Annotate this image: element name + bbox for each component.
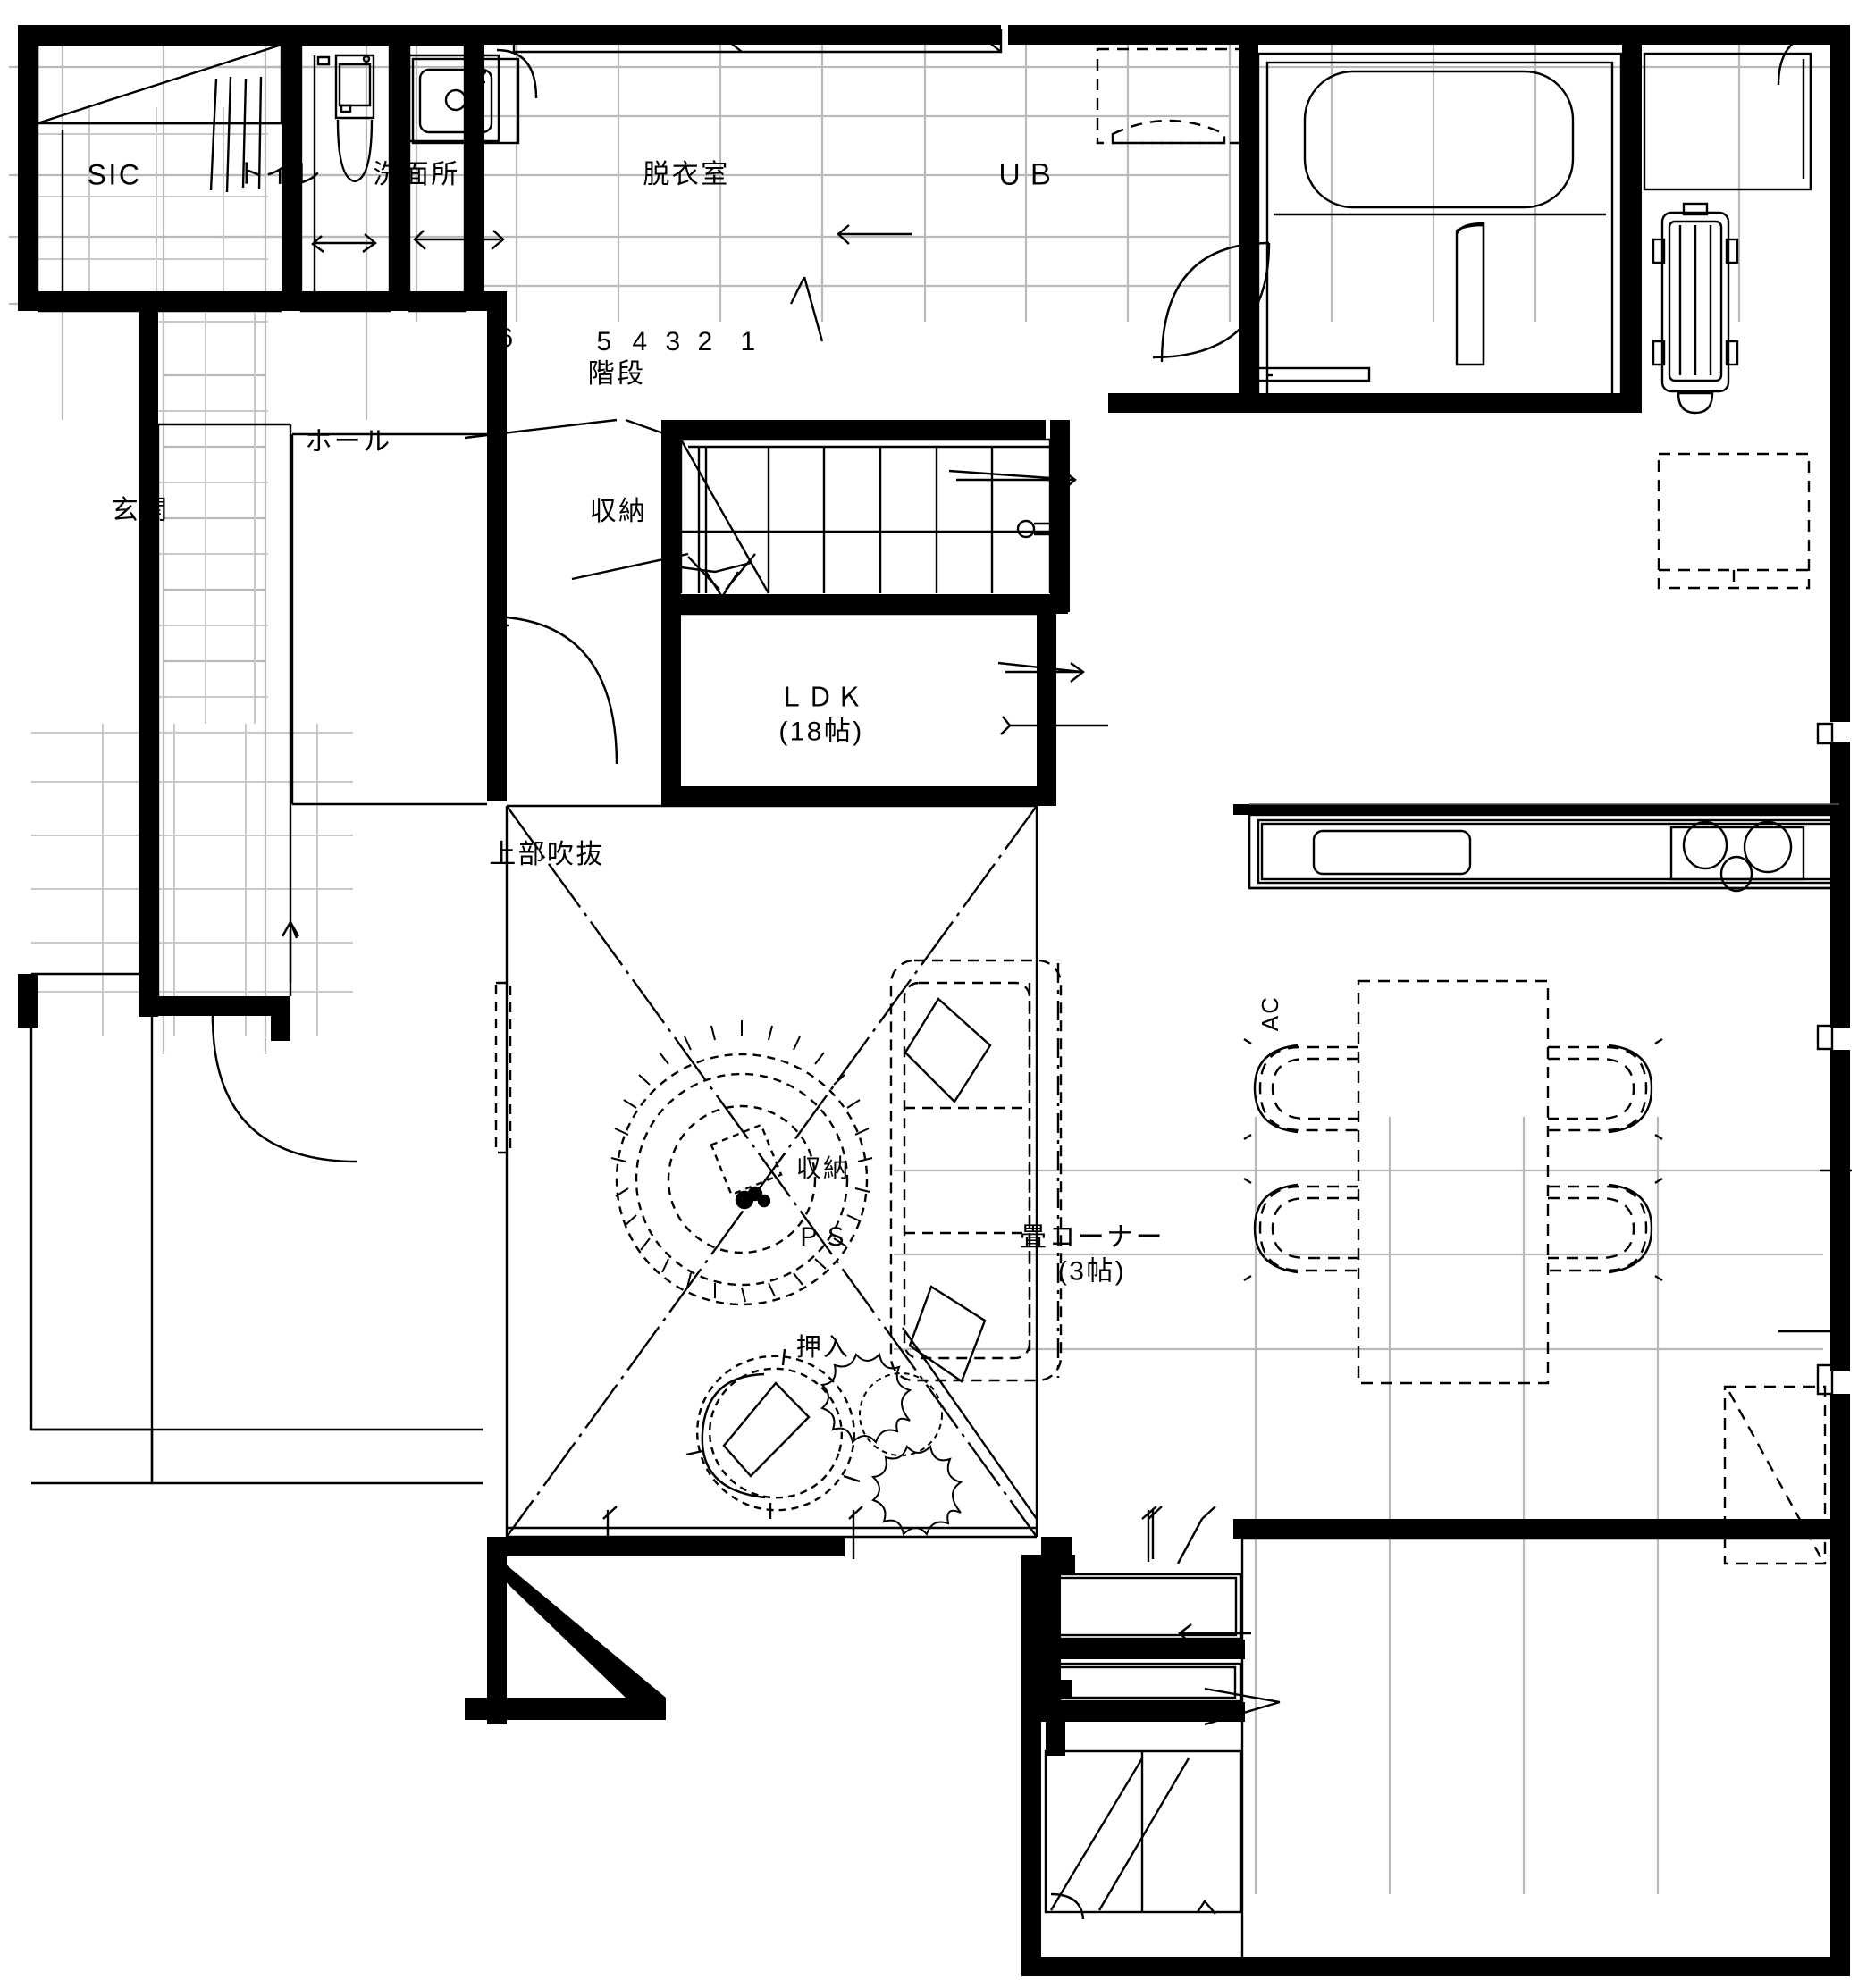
room-label-sic: SIC <box>87 158 142 191</box>
room-label-void: 上部吹抜 <box>489 839 605 869</box>
stair-step-number-6: 6 <box>498 323 516 353</box>
label-ac: AC <box>1257 994 1284 1032</box>
stair-step-number-4: 4 <box>632 326 650 356</box>
stair-step-number-5: 5 <box>596 326 614 356</box>
stair-step-number-1: 1 <box>740 326 758 356</box>
room-label-hall: ホール <box>305 426 392 457</box>
room-label-entrance: 玄関 <box>111 495 170 525</box>
tile-pattern <box>20 107 353 1036</box>
room-label-tatami-corner: 畳コーナー (3帖) <box>1020 1221 1164 1288</box>
room-label-stairs: 階段 <box>587 358 646 389</box>
room-label-closet: 押入 <box>795 1332 851 1361</box>
room-label-toilet: トイレ <box>236 159 324 189</box>
ldk-area: (18帖) <box>778 717 864 746</box>
room-label-ldk: ＬＤＫ (18帖) <box>778 682 864 749</box>
tatami-area: (3帖) <box>1057 1256 1127 1286</box>
room-label-storage-2: 収納 <box>795 1153 851 1182</box>
ldk-name: ＬＤＫ <box>778 683 865 713</box>
tatami-name: 畳コーナー <box>1020 1222 1164 1253</box>
room-label-dressing: 脱衣室 <box>643 159 730 189</box>
room-label-unit-bath: ＵＢ <box>995 158 1057 191</box>
thin-lines <box>29 29 1852 1957</box>
module-grid <box>9 27 1850 1894</box>
room-label-washroom: 洗面所 <box>373 159 460 189</box>
stair-step-number-3: 3 <box>665 326 683 356</box>
room-label-ps: ＰＳ <box>795 1222 851 1251</box>
walls <box>18 25 1850 1976</box>
stair-step-number-2: 2 <box>697 326 715 356</box>
room-label-storage-1: 収納 <box>589 496 648 526</box>
